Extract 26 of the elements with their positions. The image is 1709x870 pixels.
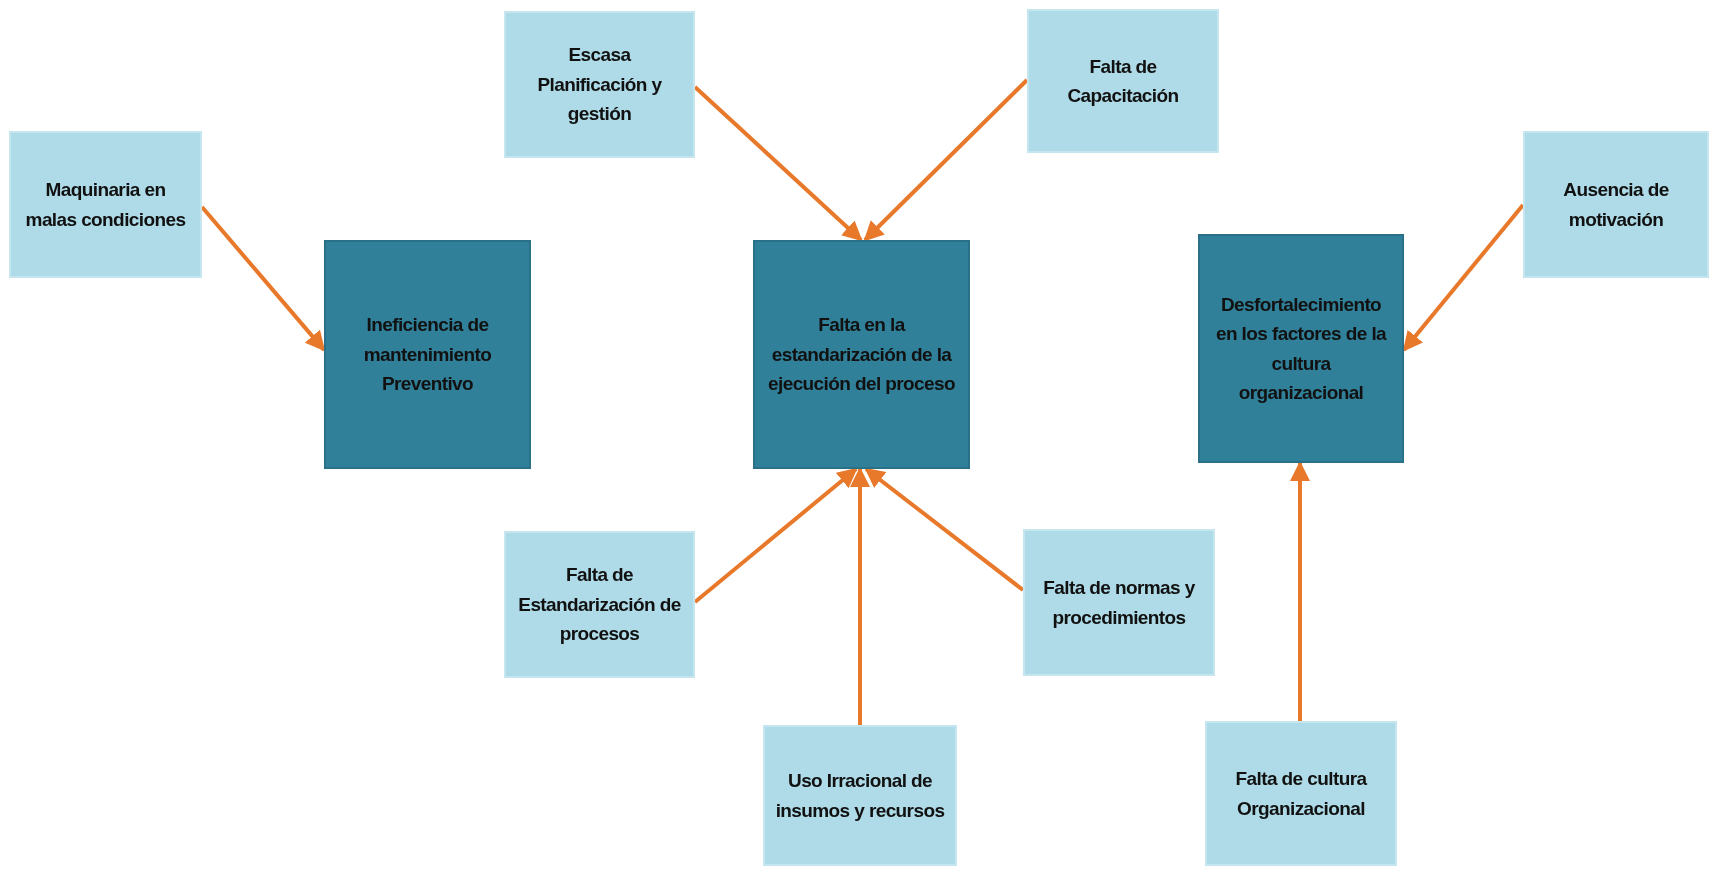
cause-box <box>1523 131 1709 278</box>
arrow <box>863 78 1029 242</box>
box-text: Falta de Estandarización de procesos <box>517 563 682 647</box>
box-text: Falta de Capacitación <box>1066 54 1180 108</box>
box-text: Falta en la estandarización de la ejecución del proceso <box>767 313 956 397</box>
cause-box <box>504 531 695 678</box>
box-text: Desfortalecimiento en los factores de la cultura organizacional <box>1214 292 1388 405</box>
box-text: Falta de normas y procedimientos <box>1042 576 1196 630</box>
arrow <box>850 467 870 725</box>
problem-box <box>324 240 531 469</box>
box-text: Ausencia de motivación <box>1562 178 1670 232</box>
problem-box <box>1198 234 1404 463</box>
cause-box <box>1023 529 1215 676</box>
arrow <box>1289 461 1310 721</box>
cause-box <box>1205 721 1397 866</box>
box-text: Escasa Planificación y gestión <box>536 43 663 127</box>
cause-box <box>9 131 202 278</box>
arrow <box>864 467 1025 592</box>
problem-box <box>753 240 970 469</box>
cause-box <box>1027 9 1219 153</box>
box-text: Uso Irracional de insumos y recursos <box>775 769 945 823</box>
cause-box <box>763 725 957 866</box>
box-text: Maquinaria en malas condiciones <box>24 178 187 232</box>
box-text: Ineficiencia de mantenimiento Preventivo <box>362 313 493 397</box>
box-text: Falta de cultura Organizacional <box>1234 767 1368 821</box>
cause-box <box>504 11 695 158</box>
